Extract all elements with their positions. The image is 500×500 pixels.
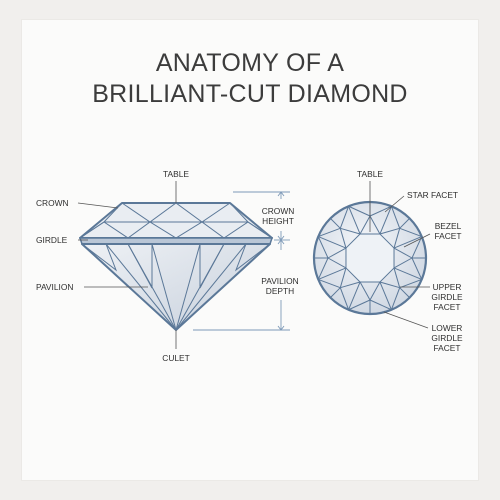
label-bezel-facet-1: BEZEL xyxy=(435,221,462,231)
bezel-facet-edge xyxy=(348,206,361,235)
bezel-facet-edge xyxy=(393,267,422,280)
star-facet-edge xyxy=(379,281,400,289)
title-line-1: ANATOMY OF A xyxy=(155,49,345,77)
star-facet-edge xyxy=(339,267,347,288)
star-facet-edge xyxy=(379,227,400,235)
upper-girdle-edge xyxy=(369,205,392,217)
star-facet-edge xyxy=(359,215,371,235)
bezel-facet-edge xyxy=(379,281,392,310)
title-line-2: BRILLIANT-CUT DIAMOND xyxy=(92,80,408,108)
lower-girdle-edge xyxy=(399,218,410,229)
label-crown-height-1: CROWN xyxy=(262,206,295,216)
crown-shape xyxy=(79,202,273,239)
label-star-facet: STAR FACET xyxy=(407,190,458,200)
star-facet-edge xyxy=(393,257,413,269)
upper-girdle-edge xyxy=(399,278,422,289)
label-upper-girdle-3: FACET xyxy=(434,302,461,312)
star-facet-edge xyxy=(339,228,347,249)
star-facet-edge xyxy=(359,281,371,301)
bezel-facet-edge xyxy=(318,236,347,249)
bezel-facet-edge xyxy=(393,236,422,249)
upper-girdle-edge xyxy=(339,287,350,310)
label-pavilion-depth-1: PAVILION xyxy=(261,276,298,286)
dimension-markers xyxy=(193,191,290,331)
top-leaders xyxy=(369,181,431,329)
bezel-facet-edge xyxy=(379,206,392,235)
label-crown: CROWN xyxy=(36,198,69,208)
bezel-facet-edge xyxy=(318,267,347,280)
label-pavilion: PAVILION xyxy=(36,282,73,292)
star-facet-edge xyxy=(327,247,347,259)
upper-girdle-edge xyxy=(390,206,401,229)
label-bezel-facet-2: FACET xyxy=(435,231,462,241)
label-upper-girdle-2: GIRDLE xyxy=(431,292,463,302)
side-label-table: TABLE xyxy=(163,169,189,179)
table-facet xyxy=(345,233,395,283)
star-facet-edge xyxy=(393,247,413,259)
label-crown-height-2: HEIGHT xyxy=(262,216,294,226)
page-title: ANATOMY OF A BRILLIANT-CUT DIAMOND xyxy=(0,48,500,110)
star-facet-edge xyxy=(393,228,401,249)
top-label-table: TABLE xyxy=(357,169,383,179)
lower-girdle-edge xyxy=(330,218,341,229)
upper-girdle-edge xyxy=(411,257,423,280)
upper-girdle-edge xyxy=(339,206,350,229)
star-facet-edge xyxy=(369,281,381,301)
star-facet-edge xyxy=(369,215,381,235)
label-culet: CULET xyxy=(162,353,189,363)
side-view-diamond xyxy=(78,202,274,331)
label-girdle: GIRDLE xyxy=(36,235,68,245)
label-pavilion-depth-2: DEPTH xyxy=(266,286,294,296)
upper-girdle-edge xyxy=(411,236,423,259)
upper-girdle-edge xyxy=(318,278,341,289)
upper-girdle-edge xyxy=(318,227,341,238)
top-facets xyxy=(314,202,426,314)
lower-girdle-edge xyxy=(399,287,410,298)
upper-girdle-edge xyxy=(348,205,371,217)
lower-girdle-edge xyxy=(330,287,341,298)
star-facet-edge xyxy=(340,281,361,289)
label-lower-girdle-2: GIRDLE xyxy=(431,333,463,343)
star-facet-edge xyxy=(340,227,361,235)
top-view-diamond xyxy=(312,200,428,316)
upper-girdle-edge xyxy=(369,299,392,311)
label-lower-girdle-1: LOWER xyxy=(432,323,463,333)
star-facet-edge xyxy=(393,267,401,288)
label-upper-girdle-1: UPPER xyxy=(433,282,462,292)
upper-girdle-edge xyxy=(317,257,329,280)
star-facet-edge xyxy=(327,257,347,269)
side-leaders xyxy=(77,181,177,349)
upper-girdle-edge xyxy=(390,287,401,310)
pavilion-facets xyxy=(81,243,271,331)
upper-girdle-edge xyxy=(348,299,371,311)
upper-girdle-edge xyxy=(317,236,329,259)
label-lower-girdle-3: FACET xyxy=(434,343,461,353)
upper-girdle-edge xyxy=(399,227,422,238)
bezel-facet-edge xyxy=(348,281,361,310)
